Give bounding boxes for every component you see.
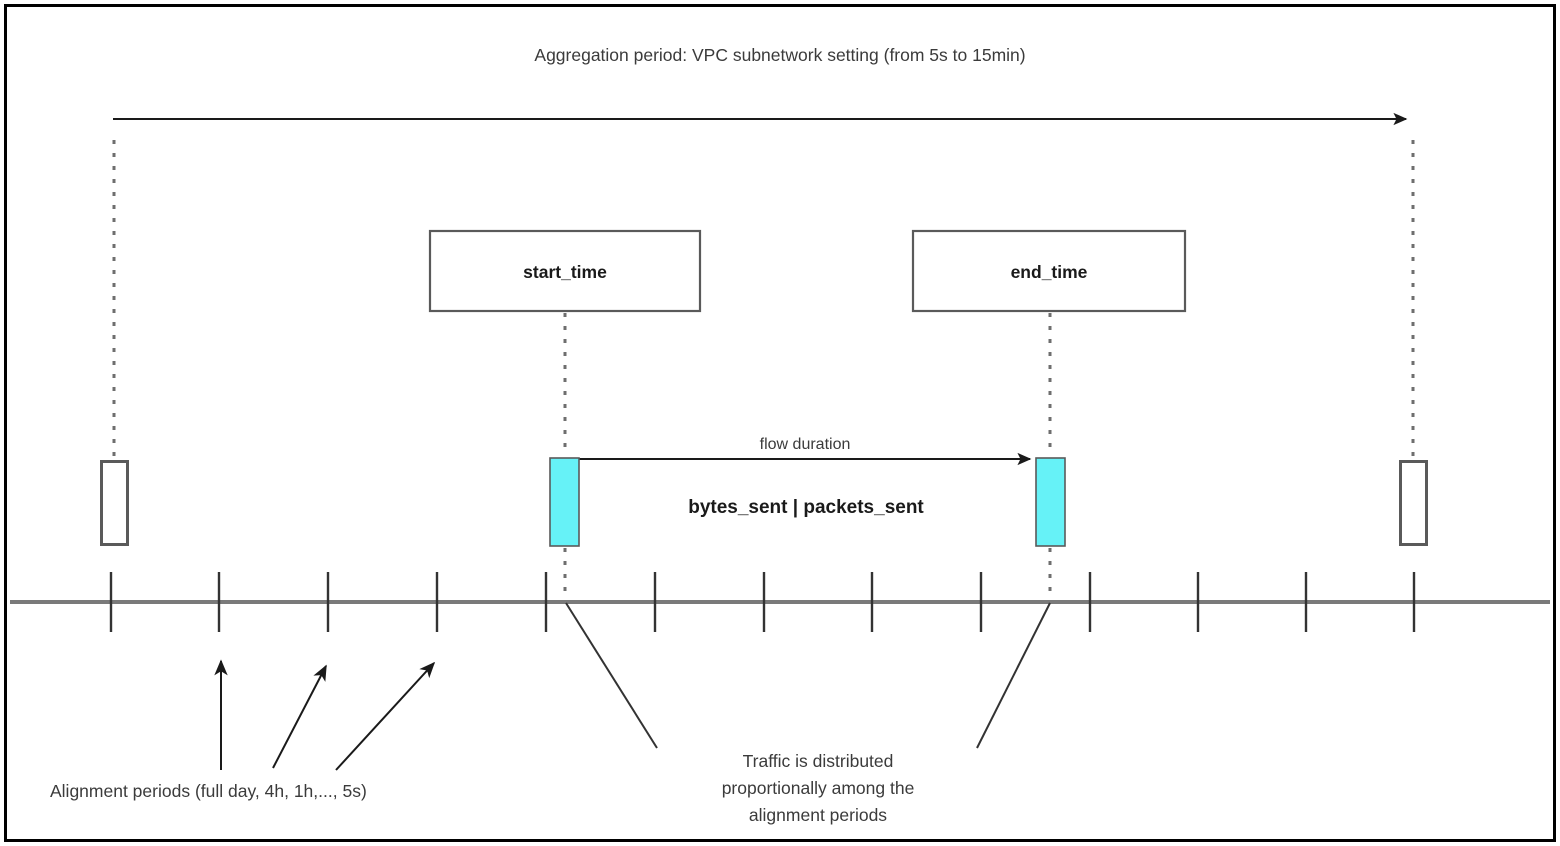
start-time-marker <box>549 457 580 547</box>
diagram-frame <box>4 4 1556 842</box>
traffic-caption-line-2: proportionally among the <box>722 778 915 798</box>
flow-duration-label: flow duration <box>760 436 851 453</box>
end-time-box <box>911 229 1187 313</box>
alignment-period-arrows <box>214 659 436 771</box>
aggregation-end-marker <box>1399 460 1428 546</box>
traffic-leader-line-left <box>565 602 658 749</box>
start-time-box <box>428 229 702 313</box>
alignment-periods-caption: Alignment periods (full day, 4h, 1h,...,… <box>50 781 367 801</box>
traffic-caption-line-3: alignment periods <box>749 805 887 825</box>
flow-metrics-label: bytes_sent | packets_sent <box>688 497 924 518</box>
start-time-label: start_time <box>523 262 607 282</box>
traffic-leader-line-right <box>976 602 1051 749</box>
traffic-caption-line-1: Traffic is distributed <box>743 751 894 771</box>
diagram-title: Aggregation period: VPC subnetwork setti… <box>534 45 1025 65</box>
end-time-marker <box>1035 457 1066 547</box>
traffic-distribution-caption: Traffic is distributed proportionally am… <box>722 751 915 825</box>
timeline-ticks <box>109 572 1416 632</box>
alignment-arrow-2 <box>272 664 327 769</box>
alignment-arrow-3 <box>335 661 436 771</box>
aggregation-start-marker <box>100 460 129 546</box>
end-time-label: end_time <box>1011 262 1088 282</box>
